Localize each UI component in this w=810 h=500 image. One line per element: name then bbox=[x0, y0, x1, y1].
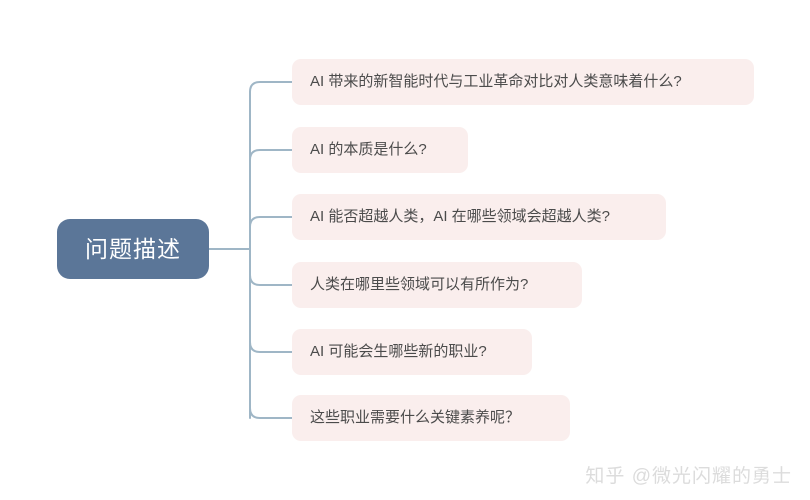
connector-branch-2 bbox=[249, 149, 293, 161]
child-node-label: AI 带来的新智能时代与工业革命对比对人类意味着什么? bbox=[310, 73, 682, 90]
child-node-6[interactable]: 这些职业需要什么关键素养呢？ bbox=[292, 395, 570, 441]
child-node-3[interactable]: AI 能否超越人类，AI 在哪些领域会超越人类? bbox=[292, 194, 666, 240]
child-node-4[interactable]: 人类在哪里些领域可以有所作为? bbox=[292, 262, 582, 308]
connector-branch-4 bbox=[249, 274, 293, 286]
child-node-label: AI 能否超越人类，AI 在哪些领域会超越人类? bbox=[310, 208, 611, 225]
connector-branch-6 bbox=[249, 407, 293, 419]
child-node-label: AI 可能会生哪些新的职业? bbox=[310, 343, 487, 360]
watermark: 知乎 @微光闪耀的勇士 bbox=[585, 466, 792, 487]
child-node-label: 人类在哪里些领域可以有所作为? bbox=[310, 276, 529, 293]
child-node-label: AI 的本质是什么? bbox=[310, 141, 427, 158]
root-node-label: 问题描述 bbox=[85, 235, 181, 262]
root-node[interactable]: 问题描述 bbox=[57, 219, 209, 279]
child-node-label: 这些职业需要什么关键素养呢？ bbox=[310, 409, 521, 426]
connector-branch-1 bbox=[249, 81, 293, 93]
child-node-1[interactable]: AI 带来的新智能时代与工业革命对比对人类意味着什么? bbox=[292, 59, 754, 105]
connector-branch-3 bbox=[249, 216, 293, 228]
connector-branch-5 bbox=[249, 341, 293, 353]
child-node-2[interactable]: AI 的本质是什么? bbox=[292, 127, 468, 173]
child-node-5[interactable]: AI 可能会生哪些新的职业? bbox=[292, 329, 532, 375]
